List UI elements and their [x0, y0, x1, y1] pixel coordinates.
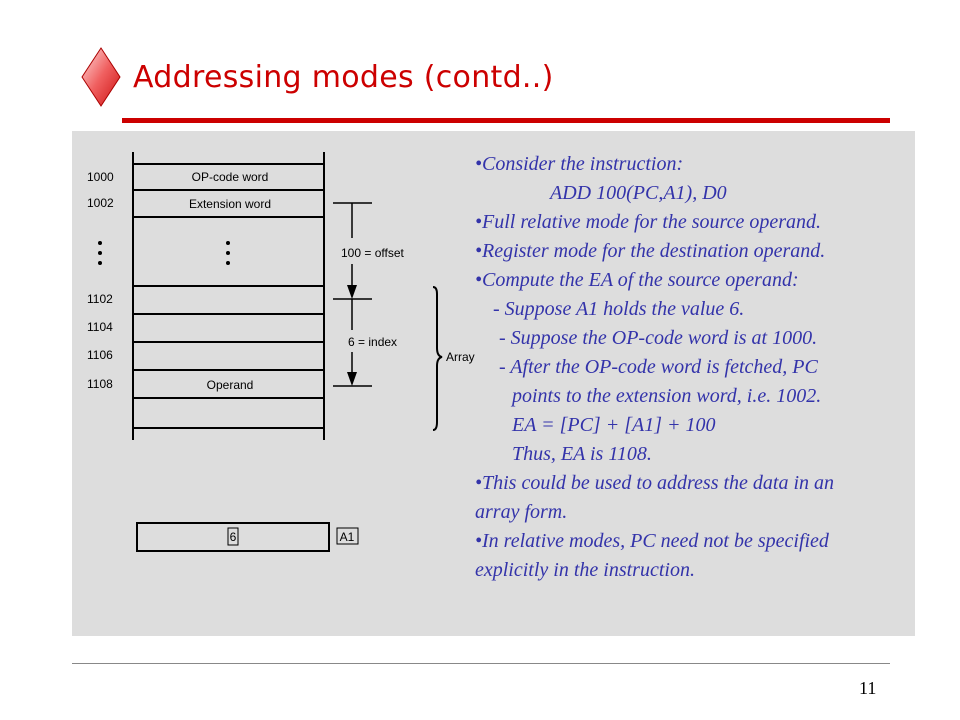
bullet-line: •Consider the instruction:	[475, 153, 684, 175]
address-1102: 1102	[87, 292, 113, 306]
index-label: 6 = index	[348, 335, 397, 349]
diamond-logo-icon	[81, 47, 121, 107]
array-label: Array	[446, 350, 475, 364]
bullet-line: Thus, EA is 1108.	[512, 443, 652, 465]
register-a1-box	[136, 522, 330, 552]
address-1108: 1108	[87, 377, 113, 391]
array-brace-icon	[432, 286, 443, 431]
bullet-line: - Suppose the OP-code word is at 1000.	[499, 327, 818, 349]
offset-bracket	[333, 202, 372, 300]
bullet-line: - Suppose A1 holds the value 6.	[493, 298, 745, 320]
memory-cell-borders	[133, 163, 324, 429]
cell-opcode-word: OP-code word	[192, 170, 269, 184]
register-a1-value: 6	[230, 530, 237, 544]
cell-operand: Operand	[207, 378, 254, 392]
bullet-line: points to the extension word, i.e. 1002.	[512, 385, 822, 407]
bullet-line: •Register mode for the destination opera…	[475, 240, 826, 262]
bullet-line: •In relative modes, PC need not be speci…	[475, 530, 829, 552]
bullet-line: EA = [PC] + [A1] + 100	[512, 414, 716, 436]
bullet-line: •Full relative mode for the source opera…	[475, 211, 822, 233]
offset-arrow-head-icon	[347, 285, 357, 299]
offset-label: 100 = offset	[341, 246, 404, 260]
address-1104: 1104	[87, 320, 113, 334]
title-underline	[122, 118, 890, 123]
slide-title: Addressing modes (contd..)	[133, 60, 554, 95]
cell-extension-word: Extension word	[189, 197, 271, 211]
bullet-line: •Compute the EA of the source operand:	[475, 269, 799, 291]
footer-divider	[72, 663, 890, 664]
bullet-line: •This could be used to address the data …	[475, 472, 835, 494]
bullet-list: •Consider the instruction: ADD 100(PC,A1…	[475, 150, 915, 585]
address-1000: 1000	[87, 170, 114, 184]
bullet-line: - After the OP-code word is fetched, PC	[499, 356, 818, 378]
bullet-line: explicitly in the instruction.	[475, 559, 695, 581]
address-ellipsis-icon	[98, 241, 102, 265]
address-1106: 1106	[87, 348, 113, 362]
register-a1-name: A1	[340, 530, 355, 544]
index-bracket	[333, 299, 372, 387]
index-arrow-head-icon	[347, 372, 357, 386]
cell-ellipsis-icon	[226, 241, 230, 265]
register-value-box	[227, 527, 239, 546]
page-number: 11	[859, 678, 877, 698]
address-1002: 1002	[87, 196, 114, 210]
register-name-box	[336, 527, 359, 545]
bullet-line: array form.	[475, 501, 568, 523]
bullet-line: ADD 100(PC,A1), D0	[550, 182, 727, 204]
